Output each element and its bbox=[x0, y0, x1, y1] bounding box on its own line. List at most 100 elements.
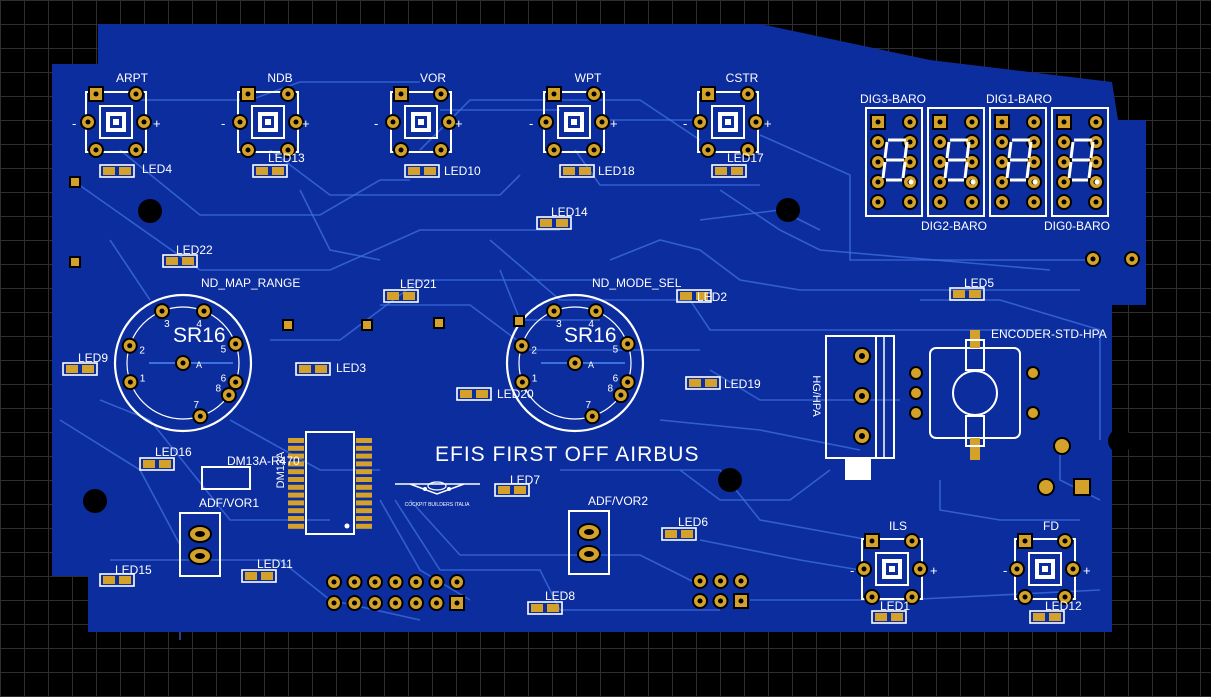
seven-segment-digit bbox=[927, 107, 985, 217]
led-footprint bbox=[661, 527, 697, 541]
led-footprint bbox=[456, 387, 492, 401]
led11-label: LED11 bbox=[257, 557, 293, 571]
led6-label: LED6 bbox=[678, 515, 708, 529]
switch-polarity-marks: - + - + - + - + - + - + - + bbox=[72, 116, 1091, 578]
led-footprint bbox=[252, 164, 288, 178]
svg-text:+: + bbox=[1083, 563, 1091, 578]
switch-arpt[interactable] bbox=[80, 86, 152, 158]
rotary-pin-label: 2 bbox=[139, 346, 145, 357]
led10-label: LED10 bbox=[444, 164, 481, 178]
encoder-std-hpa[interactable] bbox=[909, 330, 1091, 496]
dig2-label: DIG2-BARO bbox=[921, 219, 987, 233]
svg-text:-: - bbox=[850, 563, 854, 578]
rotary-pin-label: 2 bbox=[531, 346, 537, 357]
rotary-pin-label: 3 bbox=[164, 319, 170, 330]
led-footprint bbox=[949, 287, 985, 301]
rotary-left-part: SR16 bbox=[173, 324, 226, 347]
led-footprints bbox=[62, 164, 1065, 624]
seven-segment-digit bbox=[865, 107, 923, 217]
ic-dm13a bbox=[288, 431, 372, 535]
svg-text:-: - bbox=[1003, 563, 1007, 578]
adf-vor2-label: ADF/VOR2 bbox=[588, 494, 648, 508]
resistor-label: DM13A-R470 bbox=[227, 454, 300, 468]
dig3-label: DIG3-BARO bbox=[860, 92, 926, 106]
led16-label: LED16 bbox=[155, 445, 192, 459]
adf-vor2-switch[interactable] bbox=[568, 510, 610, 575]
encoder-label: ENCODER-STD-HPA bbox=[991, 327, 1107, 341]
svg-text:-: - bbox=[374, 116, 378, 131]
led22-label: LED22 bbox=[176, 243, 213, 257]
led18-label: LED18 bbox=[598, 164, 635, 178]
rotary-pin-label: 1 bbox=[532, 374, 538, 385]
led-footprint bbox=[685, 376, 721, 390]
led17-label: LED17 bbox=[727, 151, 764, 165]
led4-label: LED4 bbox=[142, 162, 172, 176]
label-vor: VOR bbox=[420, 71, 446, 85]
svg-text:-: - bbox=[529, 116, 533, 131]
led13-label: LED13 bbox=[268, 151, 305, 165]
label-ndb: NDB bbox=[267, 71, 292, 85]
rotary-pin-a: A bbox=[588, 360, 594, 370]
led12-label: LED12 bbox=[1045, 599, 1082, 613]
svg-text:+: + bbox=[930, 563, 938, 578]
switch-vor[interactable] bbox=[385, 86, 457, 158]
rotary-pin-label: 6 bbox=[613, 374, 619, 385]
seven-segment-digit bbox=[989, 107, 1047, 217]
rotary-pin-label: 8 bbox=[607, 384, 613, 395]
led-footprint bbox=[99, 164, 135, 178]
rotary-pin-label: 7 bbox=[194, 400, 200, 411]
led-footprint bbox=[62, 362, 98, 376]
led15-label: LED15 bbox=[115, 563, 152, 577]
rotary-pin-label: 6 bbox=[221, 374, 227, 385]
dig0-label: DIG0-BARO bbox=[1044, 219, 1110, 233]
switch-wpt[interactable] bbox=[538, 86, 610, 158]
led-footprint bbox=[711, 164, 747, 178]
loose-pads bbox=[69, 176, 525, 331]
rotary-pin-label: 5 bbox=[221, 344, 227, 355]
rotary-pin-label: 4 bbox=[196, 319, 202, 330]
led-footprint bbox=[536, 216, 572, 230]
airplane-logo: COCKPIT BUILDERS ITALIA bbox=[395, 481, 480, 508]
led21-label: LED21 bbox=[400, 277, 437, 291]
dig1-label: DIG1-BARO bbox=[986, 92, 1052, 106]
rotary-pin-label: 4 bbox=[588, 319, 594, 330]
toggle-hg-hpa[interactable] bbox=[825, 335, 895, 480]
led9-label: LED9 bbox=[78, 351, 108, 365]
rotary-pin-label: 8 bbox=[215, 384, 221, 395]
led-footprint bbox=[871, 610, 907, 624]
switch-fd[interactable] bbox=[1009, 533, 1081, 605]
board-outline bbox=[52, 24, 1146, 632]
ic-name-label: DM13A bbox=[275, 451, 287, 488]
led-footprint bbox=[162, 254, 198, 268]
led-footprint bbox=[99, 573, 135, 587]
led-footprint bbox=[404, 164, 440, 178]
svg-text:+: + bbox=[455, 116, 463, 131]
led20-label: LED20 bbox=[497, 387, 534, 401]
led-footprint bbox=[527, 601, 563, 615]
rotary-pin-a: A bbox=[196, 360, 202, 370]
led-footprint bbox=[676, 289, 712, 303]
svg-text:+: + bbox=[153, 116, 161, 131]
pin-headers bbox=[326, 573, 749, 611]
label-fd: FD bbox=[1043, 519, 1059, 533]
label-arpt: ARPT bbox=[116, 71, 149, 85]
label-wpt: WPT bbox=[575, 71, 602, 85]
svg-text:-: - bbox=[72, 116, 76, 131]
switch-cstr[interactable] bbox=[692, 86, 764, 158]
led-footprint bbox=[383, 289, 419, 303]
svg-text:-: - bbox=[683, 116, 687, 131]
svg-text:+: + bbox=[764, 116, 772, 131]
rotary-pin-label: 3 bbox=[556, 319, 562, 330]
svg-text:+: + bbox=[610, 116, 618, 131]
adf-vor1-switch[interactable] bbox=[179, 512, 221, 577]
board-title: EFIS FIRST OFF AIRBUS bbox=[435, 443, 699, 466]
led-footprint bbox=[139, 457, 175, 471]
adf-vor1-label: ADF/VOR1 bbox=[199, 496, 259, 510]
seven-segment-digit bbox=[1051, 107, 1109, 217]
switch-ndb[interactable] bbox=[232, 86, 304, 158]
switch-ils[interactable] bbox=[856, 533, 928, 605]
edge-pads bbox=[1085, 251, 1140, 267]
